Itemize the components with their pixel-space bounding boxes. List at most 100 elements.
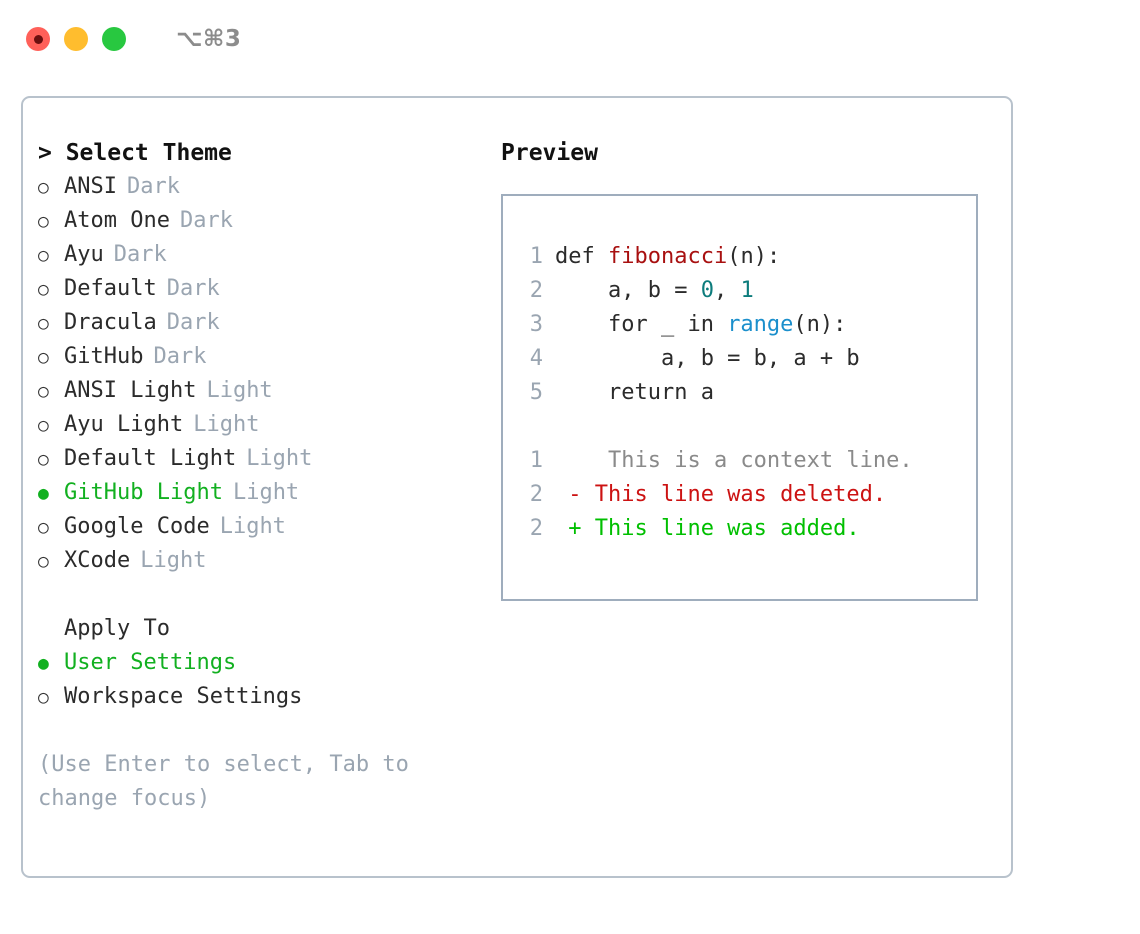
radio-unselected-icon: ○: [38, 177, 49, 198]
spacer: [517, 410, 976, 444]
token-plain: (n):: [793, 312, 847, 337]
diff-line-deleted: 2 - This line was deleted.: [517, 478, 976, 512]
theme-item-6[interactable]: ○ ANSI Light Light: [38, 374, 498, 408]
theme-item-label: Ayu Light: [64, 412, 184, 437]
radio-unselected-icon: ○: [38, 551, 49, 572]
apply-to-heading: Apply To: [64, 616, 170, 641]
theme-item-label: Atom One: [64, 208, 170, 233]
theme-variant-tag: Light: [206, 378, 273, 403]
theme-item-7[interactable]: ○ Ayu Light Light: [38, 408, 498, 442]
token-plain: return a: [555, 380, 714, 405]
diff-sample: 1 This is a context line.2 - This line w…: [517, 444, 976, 546]
theme-variant-tag: Light: [219, 514, 286, 539]
apply-to-item-1[interactable]: ○Workspace Settings: [38, 680, 498, 714]
token-plain: for _ in: [555, 312, 728, 337]
line-number: 4: [529, 346, 543, 371]
theme-item-0[interactable]: ○ ANSI Dark: [38, 170, 498, 204]
radio-unselected-icon: ○: [38, 415, 49, 436]
theme-item-8[interactable]: ○ Default Light Light: [38, 442, 498, 476]
theme-variant-tag: Light: [246, 446, 313, 471]
radio-selected-icon: ●: [38, 653, 49, 674]
radio-unselected-icon: ○: [38, 347, 49, 368]
token-plain: a, b =: [555, 278, 701, 303]
theme-item-label: GitHub Light: [64, 480, 223, 505]
radio-unselected-icon: ○: [38, 381, 49, 402]
select-theme-heading: > Select Theme: [38, 140, 232, 166]
theme-item-3[interactable]: ○ Default Dark: [38, 272, 498, 306]
theme-item-label: ANSI Light: [64, 378, 197, 403]
apply-to-item-0[interactable]: ● User Settings: [38, 646, 498, 680]
radio-unselected-icon: ○: [38, 517, 49, 538]
radio-unselected-icon: ○: [38, 211, 49, 232]
token-num: 0: [700, 278, 714, 303]
theme-item-label: GitHub: [64, 344, 144, 369]
diff-line-context: 1 This is a context line.: [517, 444, 976, 478]
token-call: range: [727, 312, 794, 337]
code-line: 5 return a: [517, 376, 976, 410]
line-number: 2: [529, 278, 543, 303]
token-plain: (n):: [727, 244, 781, 269]
close-icon[interactable]: [26, 27, 50, 51]
line-number: 1: [529, 244, 543, 269]
theme-item-label: Google Code: [64, 514, 210, 539]
theme-variant-tag: Light: [140, 548, 207, 573]
line-number: 1: [529, 448, 543, 473]
maximize-icon[interactable]: [102, 27, 126, 51]
code-text: return a: [555, 376, 714, 410]
radio-unselected-icon: ○: [38, 245, 49, 266]
radio-unselected-icon: ○: [38, 449, 49, 470]
theme-item-label: XCode: [64, 548, 131, 573]
theme-variant-tag: Dark: [166, 276, 220, 301]
theme-item-label: Default Light: [64, 446, 237, 471]
theme-item-10[interactable]: ○ Google Code Light: [38, 510, 498, 544]
diff-text: This is a context line.: [555, 448, 913, 473]
window-controls: [26, 27, 126, 51]
diff-text: + This line was added.: [555, 516, 860, 541]
code-line: 1 def fibonacci(n):: [517, 240, 976, 274]
theme-variant-tag: Light: [193, 412, 260, 437]
code-line: 2 a, b = 0, 1: [517, 274, 976, 308]
line-number: 2: [529, 482, 543, 507]
diff-text: - This line was deleted.: [555, 482, 887, 507]
minimize-icon[interactable]: [64, 27, 88, 51]
title-bar: ⌥⌘3: [0, 0, 1140, 78]
theme-item-label: Ayu: [64, 242, 104, 267]
line-number: 2: [529, 516, 543, 541]
theme-variant-tag: Light: [232, 480, 300, 505]
apply-to-list[interactable]: ● User Settings ○Workspace Settings: [38, 646, 498, 714]
keyboard-hint-text: (Use Enter to select, Tab to change focu…: [38, 752, 409, 811]
line-number: 5: [529, 380, 543, 405]
diff-line-added: 2 + This line was added.: [517, 512, 976, 546]
theme-item-label: Dracula: [64, 310, 157, 335]
code-text: a, b = b, a + b: [555, 342, 860, 376]
code-text: a, b = 0, 1: [555, 274, 754, 308]
theme-variant-tag: Dark: [166, 310, 220, 335]
apply-to-item-label: User Settings: [64, 650, 237, 675]
radio-unselected-icon: ○: [38, 687, 49, 708]
theme-item-label: Default: [64, 276, 157, 301]
line-number: 3: [529, 312, 543, 337]
spacer: [38, 578, 498, 612]
token-plain: a, b = b, a + b: [555, 346, 860, 371]
code-line: 3 for _ in range(n):: [517, 308, 976, 342]
radio-unselected-icon: ○: [38, 279, 49, 300]
code-text: for _ in range(n):: [555, 308, 846, 342]
theme-item-label: ANSI: [64, 174, 117, 199]
theme-variant-tag: Dark: [126, 174, 180, 199]
code-text: def fibonacci(n):: [555, 240, 780, 274]
token-func: fibonacci: [607, 244, 728, 269]
preview-heading: Preview: [501, 140, 598, 166]
theme-item-11[interactable]: ○ XCode Light: [38, 544, 498, 578]
code-line: 4 a, b = b, a + b: [517, 342, 976, 376]
